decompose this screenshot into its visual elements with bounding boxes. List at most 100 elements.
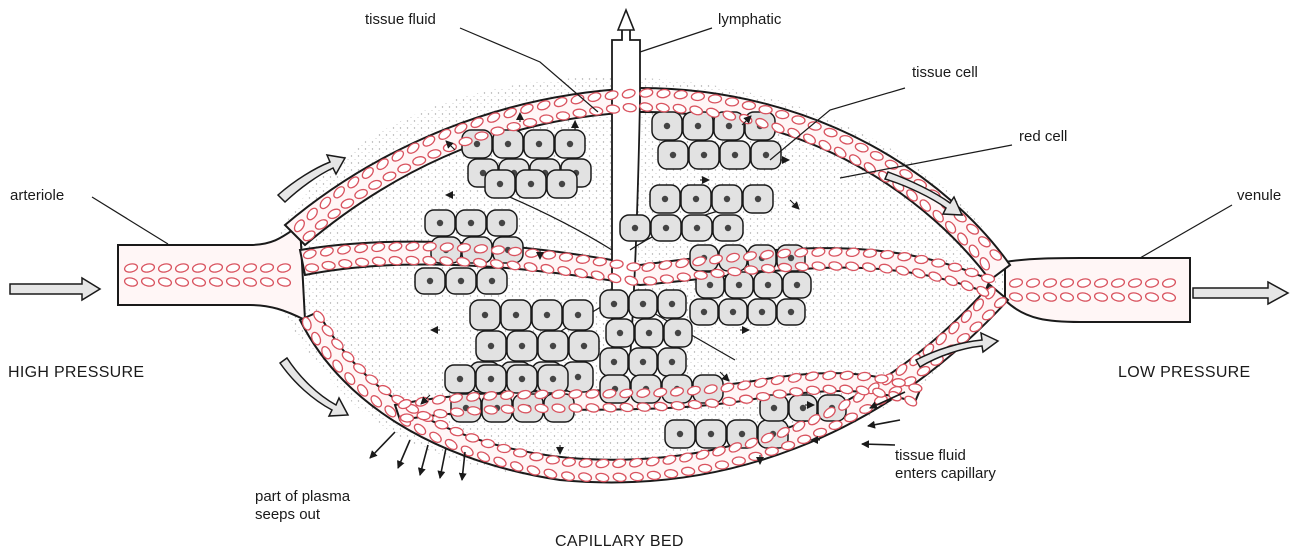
label-low-pressure: LOW PRESSURE bbox=[1118, 364, 1251, 382]
cell-nucleus bbox=[488, 343, 494, 349]
red-cell bbox=[898, 252, 912, 261]
cell-nucleus bbox=[550, 376, 556, 382]
cell-nucleus bbox=[617, 330, 623, 336]
red-cell bbox=[627, 263, 640, 272]
cell-nucleus bbox=[669, 359, 675, 365]
inflow-arrow bbox=[10, 278, 100, 300]
red-cell bbox=[759, 105, 772, 114]
red-cell bbox=[540, 115, 553, 123]
red-cell bbox=[417, 411, 431, 420]
cell-nucleus bbox=[437, 220, 443, 226]
cell-nucleus bbox=[536, 141, 542, 147]
red-cell bbox=[699, 464, 712, 472]
cell-nucleus bbox=[755, 196, 761, 202]
cell-nucleus bbox=[771, 405, 777, 411]
cell-nucleus bbox=[575, 312, 581, 318]
red-cell bbox=[739, 395, 753, 404]
cell-nucleus bbox=[559, 181, 565, 187]
cell-nucleus bbox=[677, 431, 683, 437]
label-venule: venule bbox=[1237, 187, 1281, 205]
cell-nucleus bbox=[694, 225, 700, 231]
cell-nucleus bbox=[763, 152, 769, 158]
cell-nucleus bbox=[497, 181, 503, 187]
red-cell bbox=[725, 98, 738, 106]
cell-nucleus bbox=[482, 312, 488, 318]
label-tissue-fluid: tissue fluid bbox=[365, 11, 436, 29]
red-cell bbox=[875, 375, 888, 383]
cell-nucleus bbox=[800, 405, 806, 411]
cell-nucleus bbox=[646, 330, 652, 336]
cell-nucleus bbox=[794, 282, 800, 288]
cell-nucleus bbox=[669, 301, 675, 307]
cell-nucleus bbox=[708, 431, 714, 437]
cell-nucleus bbox=[611, 359, 617, 365]
red-cell bbox=[322, 261, 336, 270]
label-high-pressure: HIGH PRESSURE bbox=[8, 364, 144, 382]
cell-nucleus bbox=[701, 309, 707, 315]
cell-nucleus bbox=[488, 376, 494, 382]
cell-nucleus bbox=[695, 123, 701, 129]
cell-nucleus bbox=[499, 220, 505, 226]
red-cell bbox=[491, 127, 505, 136]
cell-nucleus bbox=[611, 301, 617, 307]
red-cell bbox=[708, 95, 721, 104]
red-cell bbox=[546, 456, 559, 464]
cell-nucleus bbox=[474, 141, 480, 147]
cell-nucleus bbox=[427, 278, 433, 284]
red-cell bbox=[732, 457, 745, 466]
cell-nucleus bbox=[707, 282, 713, 288]
cell-nucleus bbox=[736, 282, 742, 288]
label-tissue-fluid-enters: tissue fluid enters capillary bbox=[895, 447, 996, 483]
cell-nucleus bbox=[544, 312, 550, 318]
red-cell bbox=[593, 257, 606, 266]
red-cell bbox=[681, 467, 694, 476]
cell-nucleus bbox=[640, 359, 646, 365]
cell-nucleus bbox=[505, 141, 511, 147]
cell-nucleus bbox=[724, 196, 730, 202]
red-cell bbox=[773, 390, 787, 399]
red-cell bbox=[497, 444, 511, 453]
red-cell bbox=[573, 109, 586, 118]
leader-venule bbox=[1140, 205, 1232, 258]
outflow-arrow bbox=[1193, 282, 1288, 304]
red-cell bbox=[530, 453, 543, 461]
cell-nucleus bbox=[513, 312, 519, 318]
cell-nucleus bbox=[765, 282, 771, 288]
red-cell bbox=[742, 101, 755, 109]
label-arteriole: arteriole bbox=[10, 187, 64, 205]
red-cell bbox=[948, 263, 962, 272]
cell-nucleus bbox=[759, 309, 765, 315]
cell-nucleus bbox=[581, 343, 587, 349]
cell-nucleus bbox=[726, 123, 732, 129]
red-cell bbox=[610, 260, 623, 269]
label-tissue-cell: tissue cell bbox=[912, 64, 978, 82]
red-cell bbox=[915, 255, 928, 263]
cell-nucleus bbox=[675, 330, 681, 336]
cell-nucleus bbox=[468, 220, 474, 226]
venule-vessel bbox=[1005, 258, 1190, 322]
cell-nucleus bbox=[550, 343, 556, 349]
label-capillary-bed: CAPILLARY BED bbox=[555, 533, 684, 551]
cell-nucleus bbox=[662, 196, 668, 202]
red-cell bbox=[305, 264, 318, 273]
leader-lymphatic bbox=[640, 28, 712, 52]
label-part-of-plasma: part of plasma seeps out bbox=[255, 488, 350, 524]
red-cell bbox=[892, 378, 905, 387]
cell-nucleus bbox=[528, 181, 534, 187]
red-cell bbox=[756, 392, 769, 401]
cell-nucleus bbox=[725, 225, 731, 231]
cell-nucleus bbox=[701, 152, 707, 158]
cell-nucleus bbox=[732, 152, 738, 158]
red-cell bbox=[664, 469, 678, 478]
label-red-cell: red cell bbox=[1019, 128, 1067, 146]
label-lymphatic: lymphatic bbox=[718, 11, 781, 29]
cell-nucleus bbox=[567, 141, 573, 147]
red-cell bbox=[513, 449, 526, 457]
cell-nucleus bbox=[489, 278, 495, 284]
cell-nucleus bbox=[457, 376, 463, 382]
red-cell bbox=[715, 461, 728, 469]
cell-nucleus bbox=[664, 123, 670, 129]
cell-nucleus bbox=[788, 309, 794, 315]
